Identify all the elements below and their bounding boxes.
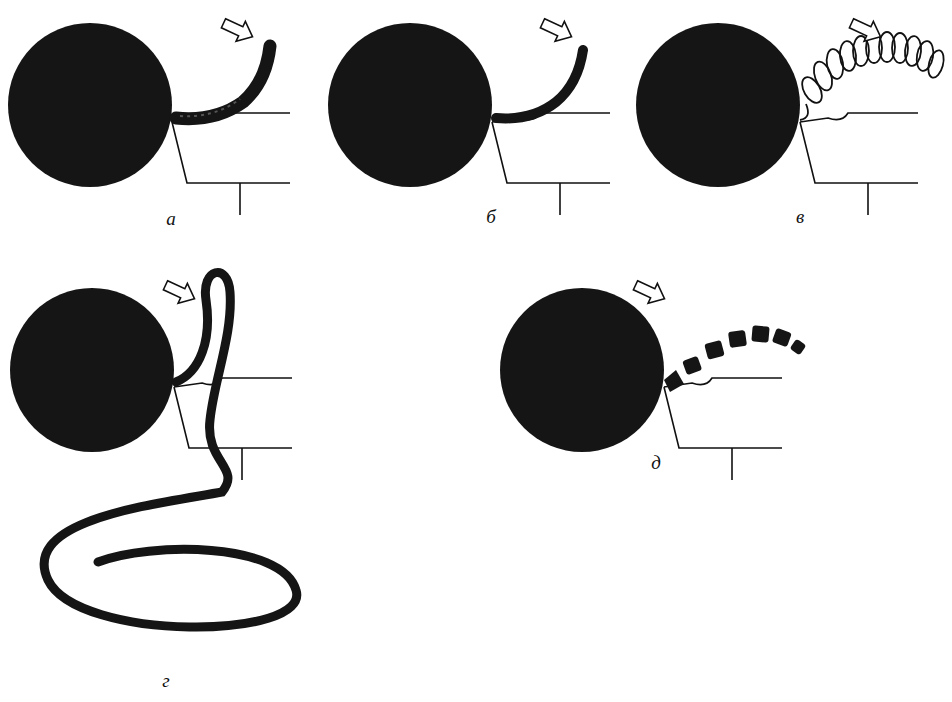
variant-b bbox=[328, 13, 610, 215]
variant-letter: г bbox=[162, 671, 169, 690]
variant-letter: в bbox=[796, 207, 804, 226]
variant-letter: д bbox=[651, 453, 661, 472]
variant-e bbox=[500, 275, 806, 480]
variant-letter: б bbox=[486, 207, 496, 226]
variant-d bbox=[10, 272, 297, 627]
variant-letter: а bbox=[166, 209, 176, 228]
variant-c bbox=[636, 13, 946, 215]
variant-a bbox=[8, 13, 290, 215]
